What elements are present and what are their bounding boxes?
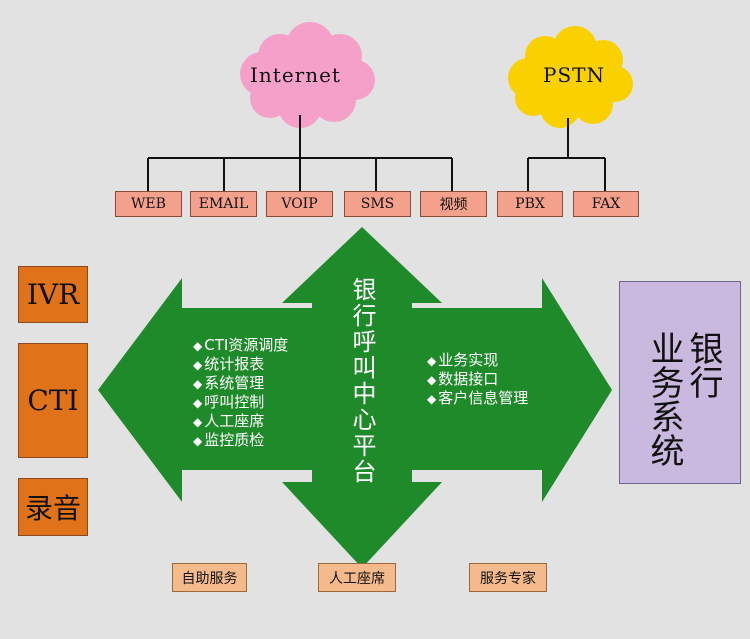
business-system-line2: 业务系统	[644, 331, 684, 467]
module-cti: CTI	[18, 343, 88, 458]
bottom-self-service: 自助服务	[172, 563, 247, 592]
feature-item: 数据接口	[427, 370, 528, 389]
pstn-label: PSTN	[543, 63, 605, 87]
internet-label: Internet	[250, 63, 341, 87]
feature-item: 客户信息管理	[427, 389, 528, 408]
platform-left-features: CTI资源调度 统计报表 系统管理 呼叫控制 人工座席 监控质检	[193, 336, 288, 450]
feature-item: 监控质检	[193, 431, 288, 450]
platform-title: 银行呼叫中心平台	[348, 277, 376, 485]
feature-item: 业务实现	[427, 351, 528, 370]
pstn-connectors	[527, 118, 606, 191]
module-recording: 录音	[18, 478, 88, 536]
platform-right-features: 业务实现 数据接口 客户信息管理	[427, 351, 528, 408]
feature-item: 统计报表	[193, 355, 288, 374]
channel-web: WEB	[115, 191, 182, 217]
channel-fax: FAX	[573, 191, 639, 217]
channel-pbx: PBX	[497, 191, 563, 217]
feature-item: CTI资源调度	[193, 336, 288, 355]
channel-sms: SMS	[344, 191, 411, 217]
channel-email: EMAIL	[190, 191, 257, 217]
feature-item: 系统管理	[193, 374, 288, 393]
bottom-manual-agent: 人工座席	[318, 563, 396, 592]
internet-connectors	[147, 115, 453, 191]
internet-cloud	[240, 22, 375, 128]
pstn-cloud	[508, 26, 633, 128]
channel-video: 视频	[420, 191, 487, 217]
module-ivr: IVR	[18, 266, 88, 323]
feature-item: 呼叫控制	[193, 393, 288, 412]
channel-voip: VOIP	[266, 191, 333, 217]
bottom-service-expert: 服务专家	[469, 563, 547, 592]
business-system-box: 银行 业务系统	[619, 281, 741, 484]
business-system-line1: 银行	[683, 331, 723, 399]
platform-arrow	[98, 227, 612, 568]
feature-item: 人工座席	[193, 412, 288, 431]
